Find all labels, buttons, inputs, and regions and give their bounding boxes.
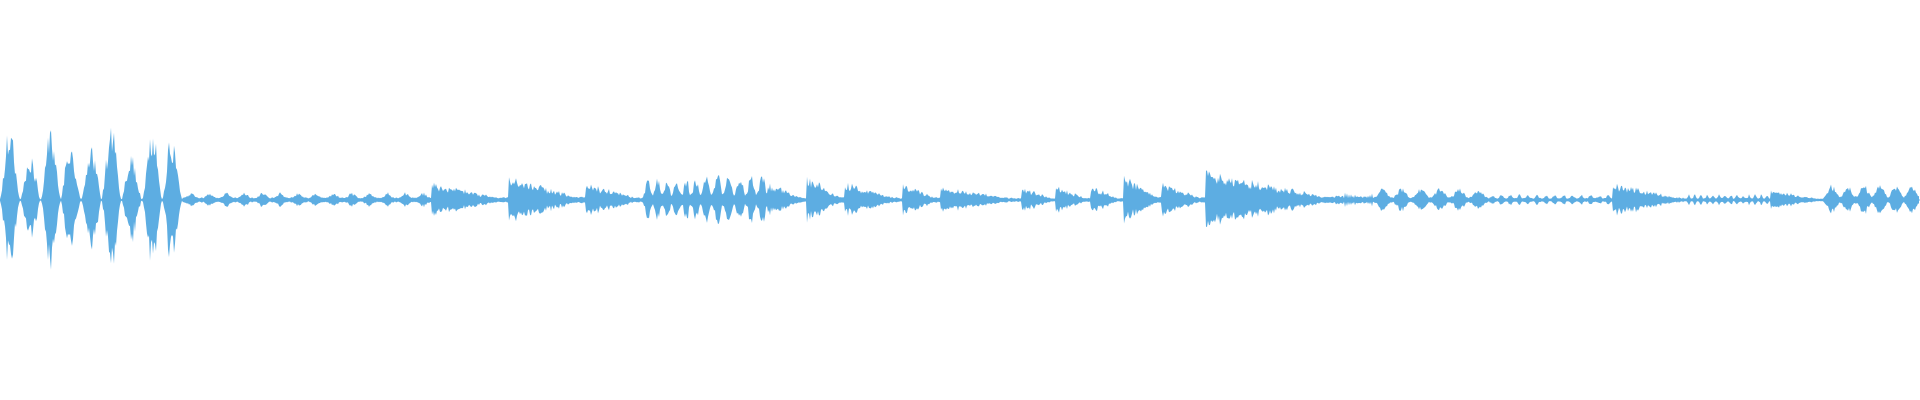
waveform-amplitude-path <box>0 127 1919 270</box>
